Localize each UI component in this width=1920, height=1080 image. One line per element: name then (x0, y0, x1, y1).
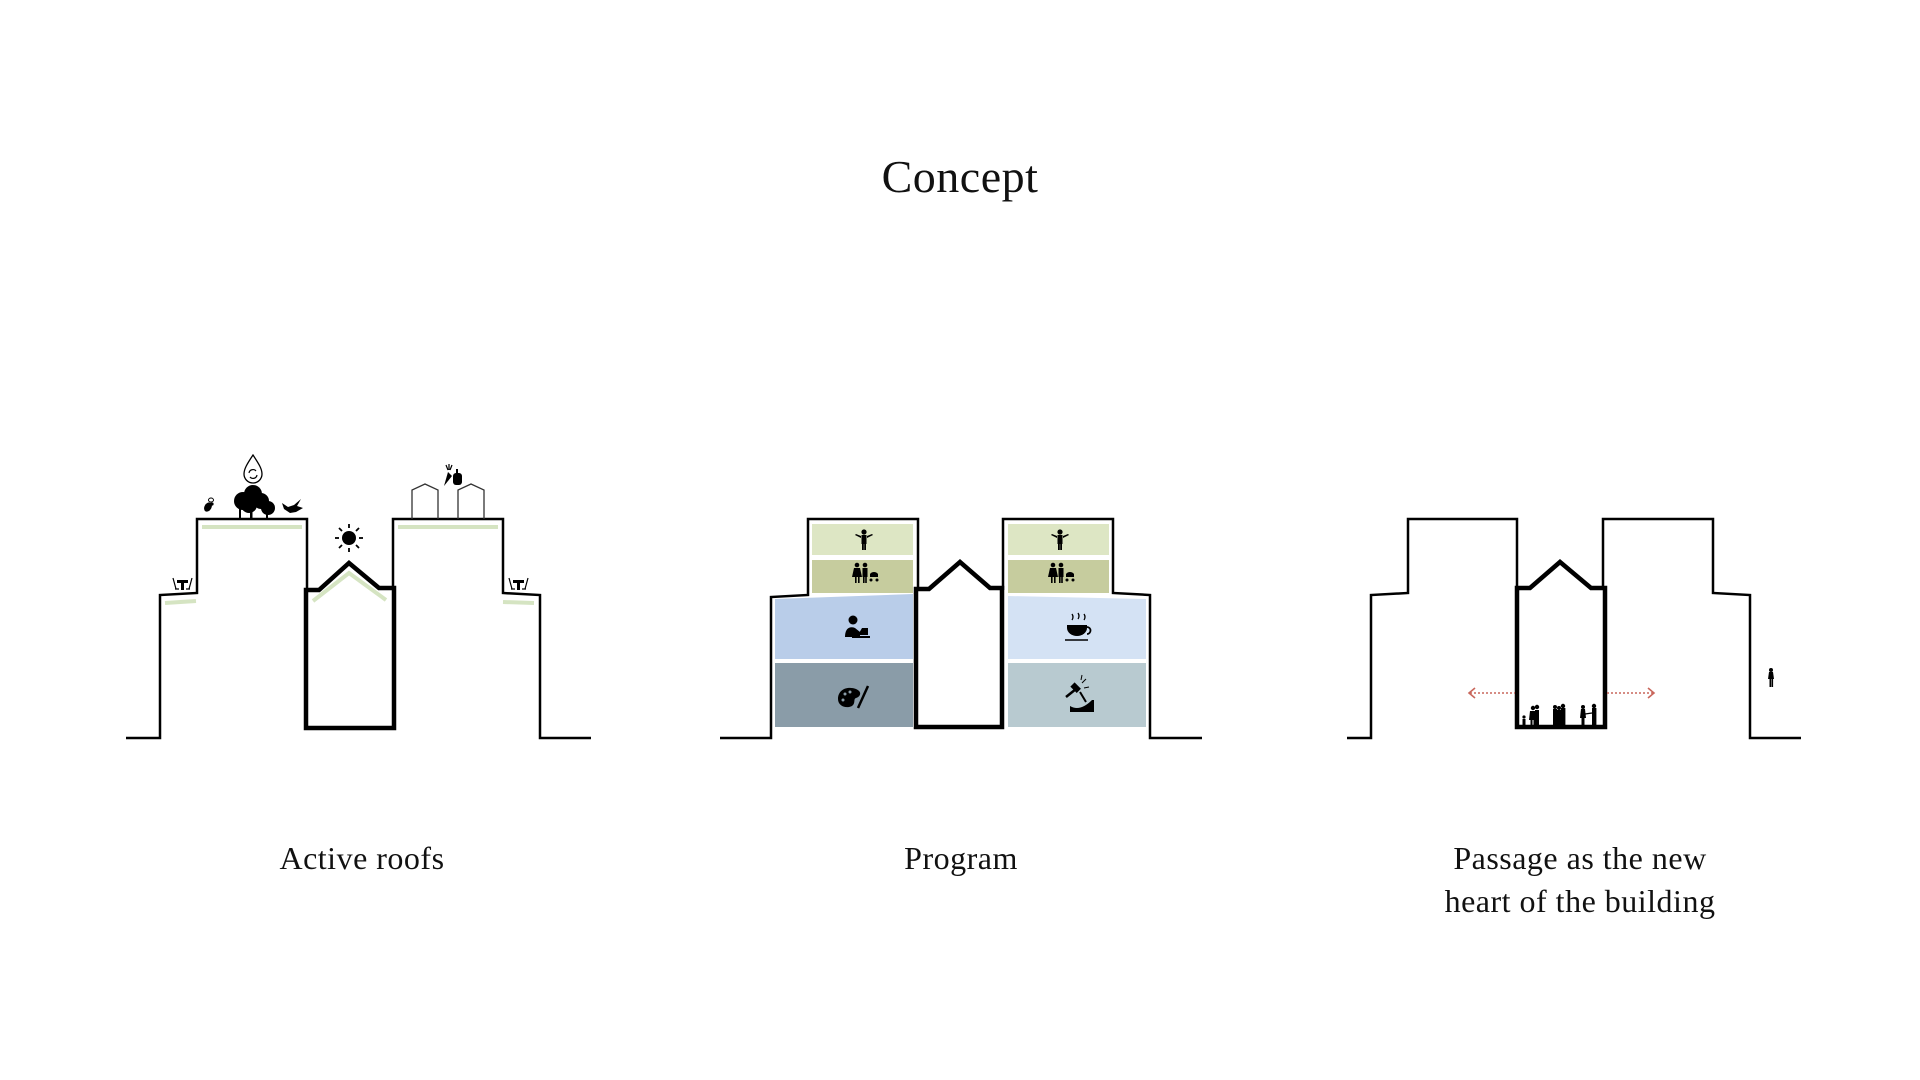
green-roof-left-terrace (164, 599, 197, 605)
tree-icon (234, 485, 275, 519)
passage-building (1514, 559, 1608, 730)
program-block-education (775, 594, 913, 659)
bird-icon (282, 499, 303, 513)
caption-text: Active roofs (279, 840, 445, 876)
caption-passage: Passage as the new heart of the building (1380, 837, 1780, 923)
green-roof-central (311, 570, 388, 603)
terrace-table-icon (508, 577, 529, 590)
vegetables-icon (444, 464, 462, 486)
green-roof-right-terrace (502, 600, 535, 605)
greenhouse-icon (457, 483, 485, 519)
family-stroller-icon (1048, 562, 1075, 583)
central-building-outline (913, 559, 1005, 730)
left-building-outline (720, 517, 920, 740)
sun-icon (335, 524, 363, 552)
right-building-outline (1601, 517, 1801, 740)
family-stroller-icon (852, 562, 879, 583)
palette-brush-icon (838, 685, 870, 709)
central-building-outline (303, 560, 397, 731)
caption-text: Program (904, 840, 1018, 876)
page-title: Concept (881, 151, 1039, 202)
walking-person-icon (1768, 668, 1774, 687)
caption-line-2: heart of the building (1444, 883, 1716, 919)
right-building-outline (1001, 517, 1202, 740)
left-building-outline (126, 517, 309, 740)
greenhouse-icon (411, 483, 439, 519)
person-welcoming-icon (855, 529, 873, 550)
hammer-craft-icon (1065, 674, 1094, 712)
terrace-table-icon (172, 577, 193, 590)
double-arrow-icon (1467, 687, 1656, 699)
person-welcoming-icon (1051, 529, 1069, 550)
panel-passage (1347, 517, 1801, 740)
water-recycle-icon (243, 453, 263, 484)
caption-program: Program (761, 837, 1161, 880)
person-laptop-icon (845, 615, 870, 638)
caption-active-roofs: Active roofs (162, 837, 562, 880)
people-icon (1522, 703, 1597, 726)
panel-active-roofs (126, 453, 591, 740)
panel-program (720, 517, 1202, 740)
program-block-crafts (1008, 663, 1146, 727)
coffee-cup-icon (1065, 612, 1092, 641)
left-building-outline (1347, 517, 1519, 740)
heart-icon (1540, 645, 1581, 681)
bee-icon (204, 497, 214, 512)
right-building-outline (391, 517, 591, 740)
caption-line-1: Passage as the new (1453, 840, 1707, 876)
